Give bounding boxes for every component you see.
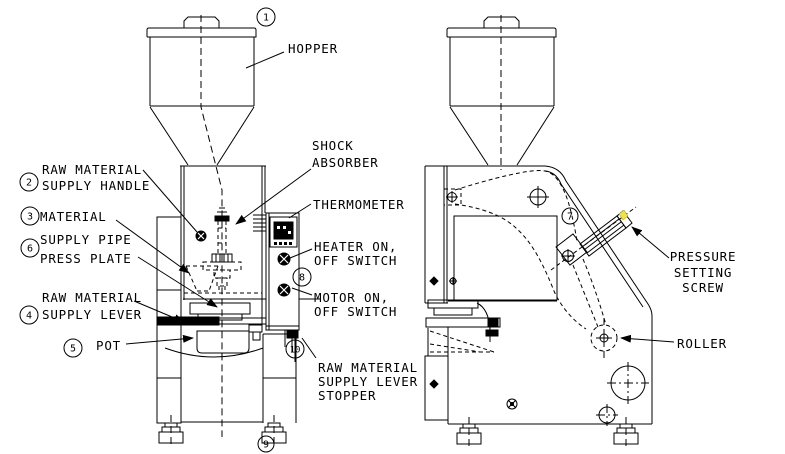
svg-text:7: 7 (567, 212, 573, 223)
side-right-foot (613, 417, 639, 448)
label-shock-absorber-2: ABSORBER (312, 155, 379, 170)
callout-8: 8 (292, 267, 312, 287)
front-centerline (200, 15, 223, 437)
heater-switch-knob[interactable] (277, 252, 291, 266)
label-supply-lever-1: RAW MATERIAL (42, 290, 142, 305)
label-stopper-2: SUPPLY LEVER (318, 374, 418, 389)
svg-text:10: 10 (290, 346, 301, 356)
svg-text:9: 9 (263, 440, 269, 451)
label-stopper-3: STOPPER (318, 388, 376, 403)
drive-circle-large (607, 362, 649, 404)
label-supply-handle-2: SUPPLY HANDLE (42, 178, 150, 193)
leader-thermometer (288, 203, 312, 219)
part-labels: HOPPER SHOCK ABSORBER RAW MATERIAL SUPPL… (40, 41, 736, 403)
label-heater-2: OFF SWITCH (314, 253, 397, 268)
tension-bolt (443, 188, 462, 206)
label-shock-absorber-1: SHOCK (312, 138, 354, 153)
supply-handle-knob (195, 230, 207, 242)
label-supply-handle-1: RAW MATERIAL (42, 162, 142, 177)
roller-wheel (572, 258, 618, 358)
leader-supply-pipe (115, 219, 190, 274)
front-left-foot (158, 415, 184, 447)
hopper-front (146, 16, 257, 166)
pulley-crosshair (527, 186, 549, 208)
pressure-screw[interactable] (550, 206, 637, 271)
svg-text:4: 4 (26, 311, 32, 322)
label-stopper-1: RAW MATERIAL (318, 360, 418, 375)
callout-2: 2 (19, 172, 39, 192)
panel-bolt-upper (429, 276, 439, 286)
leader-hopper (245, 51, 285, 69)
callout-1: 1 (256, 7, 276, 27)
svg-text:6: 6 (27, 244, 33, 255)
thermometer-display (269, 216, 298, 248)
side-left-foot (456, 417, 482, 448)
shock-absorber-assembly (202, 207, 242, 292)
panel-bolt-cross (449, 277, 457, 285)
leader-supply-handle (142, 169, 198, 233)
svg-text:5: 5 (70, 344, 76, 355)
callout-6: 6 (20, 238, 40, 258)
base-star-bolt (506, 398, 518, 410)
motor-switch-knob[interactable] (277, 283, 291, 297)
leader-heater-switch (289, 248, 313, 259)
svg-text:8: 8 (299, 273, 305, 284)
side-body (424, 165, 653, 425)
callout-5: 5 (63, 338, 83, 358)
drive-circle-small (596, 404, 618, 426)
label-motor-1: MOTOR ON, (314, 290, 389, 305)
pot-body (164, 330, 264, 358)
label-pressure-screw-2: SETTING (674, 265, 732, 280)
svg-text:3: 3 (27, 212, 33, 223)
label-hopper: HOPPER (288, 41, 338, 56)
callout-3: 3 (20, 206, 40, 226)
side-view (424, 15, 653, 448)
label-pressure-screw-3: SCREW (682, 280, 724, 295)
leader-lines (115, 51, 675, 359)
label-roller: ROLLER (677, 336, 727, 351)
callout-9: 9 (257, 435, 275, 453)
material-supply-funnel (185, 265, 219, 292)
control-panel (253, 212, 300, 331)
leader-stopper (301, 337, 317, 359)
belt-path-hidden-lines (454, 170, 587, 330)
window-panel (453, 215, 558, 301)
supply-lever-bar (157, 315, 282, 341)
svg-text:1: 1 (263, 13, 269, 24)
label-pot: POT (96, 338, 121, 353)
svg-text:2: 2 (26, 178, 32, 189)
leader-motor-switch (291, 287, 313, 296)
label-supply-lever-2: SUPPLY LEVER (42, 307, 142, 322)
leader-pot (125, 334, 194, 345)
label-pressure-screw-1: PRESSURE (670, 249, 737, 264)
label-motor-2: OFF SWITCH (314, 304, 397, 319)
callout-10: 10 (285, 339, 305, 359)
callout-4: 4 (19, 305, 39, 325)
label-thermometer: THERMOMETER (313, 197, 405, 212)
label-press-plate: PRESS PLATE (40, 251, 132, 266)
label-heater-1: HEATER ON, (314, 239, 397, 254)
callout-7: 7 (561, 207, 579, 225)
label-supply-pipe-2: SUPPLY PIPE (40, 232, 132, 247)
screw-highlight (618, 209, 629, 221)
panel-bolt-lower (429, 379, 439, 389)
leader-roller (620, 334, 675, 343)
hopper-side (446, 16, 557, 166)
leader-supply-lever (133, 300, 185, 323)
leader-shock-absorber (235, 168, 312, 225)
callouts: 1 2 3 6 4 5 7 8 9 10 (19, 7, 579, 453)
leader-press-plate (137, 256, 218, 308)
leader-pressure-screw (631, 226, 670, 259)
label-supply-pipe-1: MATERIAL (40, 209, 107, 224)
front-view (146, 15, 321, 447)
